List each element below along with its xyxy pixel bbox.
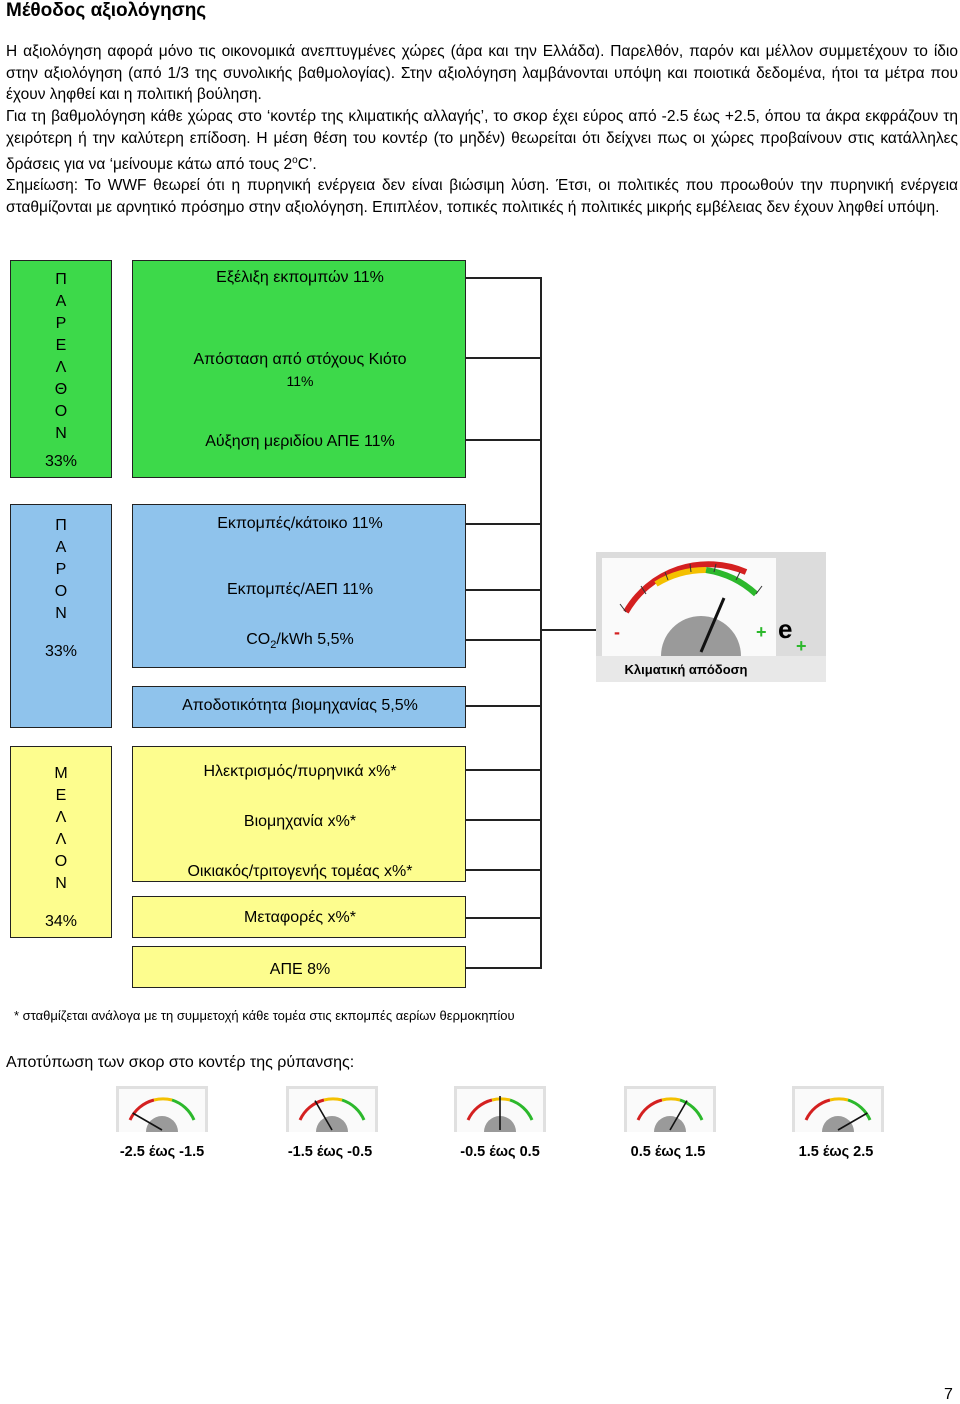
past-item: 11% (286, 373, 314, 389)
small-gauge (116, 1086, 208, 1132)
gauge-plus-outer: + (796, 636, 807, 656)
future-letter: Λ (55, 831, 67, 848)
small-gauge (792, 1086, 884, 1132)
past-label-box: Π Α Ρ Ε Λ Θ Ο Ν 33% (10, 260, 112, 478)
paragraph-2: Για τη βαθμολόγηση κάθε χώρας στο ‘κοντέ… (6, 106, 958, 175)
past-items-box: Εξέλιξη εκπομπών 11% Απόσταση από στόχου… (132, 260, 466, 478)
co2-suffix: /kWh 5,5% (276, 631, 354, 648)
present-letter: Ο (54, 583, 68, 600)
present-item: Εκπομπές/ΑΕΠ 11% (226, 581, 374, 598)
mapping-title: Αποτύπωση των σκορ στο κοντέρ της ρύπανσ… (6, 1054, 355, 1071)
past-letter: Α (55, 293, 67, 310)
past-letter: Ο (54, 403, 68, 420)
present-letter: Ν (55, 605, 67, 622)
range-label: -0.5 έως 0.5 (460, 1144, 540, 1160)
footnote: * σταθμίζεται ανάλογα με τη συμμετοχή κά… (14, 1008, 515, 1023)
intro-paragraph: Η αξιολόγηση αφορά μόνο τις οικονομικά α… (6, 41, 958, 219)
future-letter: Λ (55, 809, 67, 826)
renewables-box: ΑΠΕ 8% (132, 946, 466, 988)
degree-tail: C’. (297, 155, 317, 173)
paragraph-3: Σημείωση: Το WWF θεωρεί ότι η πυρηνική ε… (6, 177, 958, 217)
range-label: -2.5 έως -1.5 (119, 1144, 205, 1160)
present-label-box: Π Α Ρ Ο Ν 33% (10, 504, 112, 728)
present-item: Εκπομπές/κάτοικο 11% (217, 515, 383, 532)
small-gauge (624, 1086, 716, 1132)
paragraph-2-text: Για τη βαθμολόγηση κάθε χώρας στο ‘κοντέ… (6, 108, 958, 173)
gauge-logo: e (778, 614, 793, 644)
future-letter: Ο (54, 853, 68, 870)
future-label-box: Μ Ε Λ Λ Ο Ν 34% (10, 746, 112, 938)
degree-sup: ο (292, 154, 298, 166)
present-letter: Ρ (55, 561, 67, 578)
present-items-box: Εκπομπές/κάτοικο 11% Εκπομπές/ΑΕΠ 11% CO… (132, 504, 466, 668)
page-number: 7 (944, 1386, 953, 1403)
transport-box: Μεταφορές x%* (132, 896, 466, 938)
co2-item: CO2/kWh 5,5% (133, 631, 467, 651)
past-letter: Ε (55, 337, 67, 354)
past-letter: Ν (55, 425, 67, 442)
small-gauge-needle (314, 1100, 333, 1131)
range-label: 0.5 έως 1.5 (630, 1144, 706, 1160)
past-letter: Λ (55, 359, 67, 376)
gauge-minus: - (614, 622, 620, 642)
future-item: Βιομηχανία x%* (243, 813, 357, 830)
future-item: Μεταφορές x%* (244, 909, 356, 926)
range-label: 1.5 έως 2.5 (798, 1144, 874, 1160)
future-letter: Ε (55, 787, 67, 804)
small-gauge-dial (457, 1089, 543, 1132)
small-gauge-dial (795, 1089, 881, 1132)
renewables-item: ΑΠΕ 8% (269, 961, 331, 978)
co2-prefix: CO (246, 631, 271, 648)
small-gauge-needle (132, 1112, 163, 1131)
past-letter: Ρ (55, 315, 67, 332)
past-item: Αύξηση μεριδίου ΑΠΕ 11% (205, 433, 395, 450)
co2-sub: 2 (270, 639, 277, 652)
past-letter: Π (55, 271, 67, 288)
future-letter: Ν (55, 875, 67, 892)
present-percent: 33% (44, 643, 78, 660)
small-gauge (286, 1086, 378, 1132)
past-percent: 33% (44, 453, 78, 470)
small-gauge (454, 1086, 546, 1132)
past-item: Εξέλιξη εκπομπών 11% (216, 269, 384, 286)
present-letter: Π (55, 517, 67, 534)
paragraph-1: Η αξιολόγηση αφορά μόνο τις οικονομικά α… (6, 43, 958, 104)
future-item: Οικιακός/τριτογενής τομέας x%* (187, 863, 413, 880)
past-item: Απόσταση από στόχους Κιότο (193, 351, 407, 368)
small-gauge-dial (627, 1089, 713, 1132)
present-letter: Α (55, 539, 67, 556)
future-items-box: Ηλεκτρισμός/πυρηνικά x%* Βιομηχανία x%* … (132, 746, 466, 882)
small-gauge-dial (119, 1089, 205, 1132)
future-percent: 34% (44, 913, 78, 930)
gauge-dial (596, 552, 826, 656)
efficiency-item: Αποδοτικότητα βιομηχανίας 5,5% (182, 697, 418, 714)
section-title: Μέθοδος αξιολόγησης (6, 0, 207, 21)
small-gauge-needle (669, 1100, 688, 1131)
past-letter: Θ (54, 381, 68, 398)
efficiency-box: Αποδοτικότητα βιομηχανίας 5,5% (132, 686, 466, 728)
range-label: -1.5 έως -0.5 (287, 1144, 373, 1160)
climate-gauge: - + e + Κλιματική απόδοση (596, 552, 826, 682)
gauge-caption: Κλιματική απόδοση (624, 662, 748, 677)
future-item: Ηλεκτρισμός/πυρηνικά x%* (203, 763, 397, 780)
small-gauge-needle (837, 1112, 868, 1131)
gauge-plus: + (756, 622, 767, 642)
future-letter: Μ (54, 765, 68, 782)
small-gauge-dial (289, 1089, 375, 1132)
